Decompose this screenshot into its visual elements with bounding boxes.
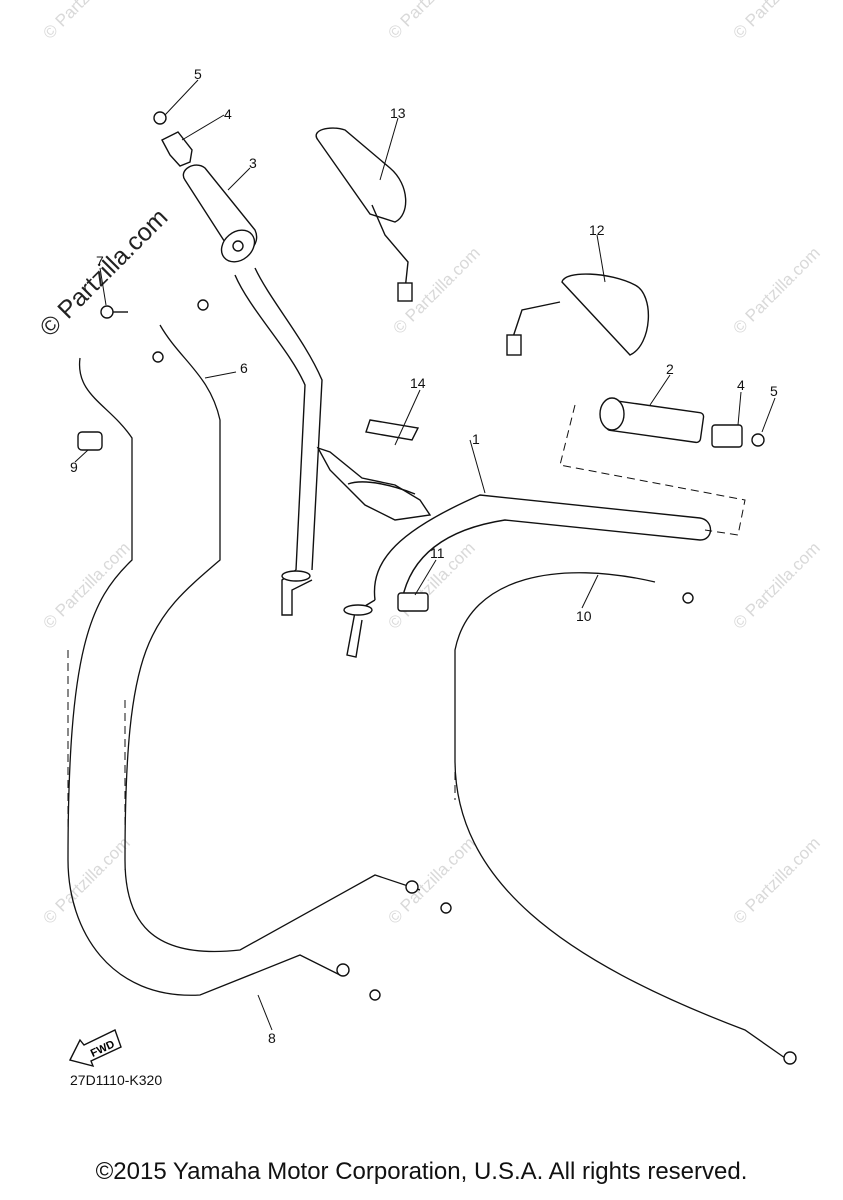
callout-label: 4 <box>737 377 745 393</box>
callout-label: 2 <box>666 361 674 377</box>
throttle-cable-part-8[interactable] <box>67 351 381 1001</box>
watermark: © Partzilla.com <box>384 833 478 927</box>
callout-label: 7 <box>96 253 104 269</box>
fwd-arrow-icon: FWD <box>68 1029 122 1068</box>
watermark-layer: © Partzilla.com © Partzilla.com © Partzi… <box>34 0 823 928</box>
throttle-cable-part-6[interactable] <box>124 299 452 953</box>
callout-label: 14 <box>410 375 426 391</box>
watermark: © Partzilla.com <box>39 833 133 927</box>
handlebar-part-1[interactable] <box>234 267 712 658</box>
callout-label: 1 <box>472 431 480 447</box>
callout-label: 5 <box>770 383 778 399</box>
clutch-cable-part-10[interactable] <box>454 572 797 1065</box>
callout-label: 8 <box>268 1030 276 1046</box>
sticker-part-14[interactable] <box>365 419 420 441</box>
callout-label: 10 <box>576 608 592 624</box>
copyright-notice: ©2015 Yamaha Motor Corporation, U.S.A. A… <box>95 1158 748 1185</box>
watermark-large: © Partzilla.com <box>34 203 173 342</box>
watermark: © Partzilla.com <box>729 0 823 43</box>
clamp-part-11[interactable] <box>397 592 429 612</box>
diagram-code: 27D1110-K320 <box>70 1072 163 1088</box>
screw-part-7[interactable] <box>100 305 128 319</box>
leader-lines <box>74 79 776 1031</box>
callout-label: 13 <box>390 105 406 121</box>
callout-label: 11 <box>430 545 445 561</box>
clamp-part-9[interactable] <box>77 431 103 451</box>
watermark: © Partzilla.com <box>729 243 823 337</box>
mirror-part-13[interactable] <box>315 127 413 302</box>
watermark: © Partzilla.com <box>384 0 478 43</box>
callout-label: 9 <box>70 459 78 475</box>
watermark: © Partzilla.com <box>729 833 823 927</box>
bar-end-weight-part-4-right[interactable] <box>711 424 765 448</box>
callout-label: 12 <box>589 222 605 238</box>
grip-part-3[interactable] <box>182 164 260 268</box>
watermark: © Partzilla.com <box>39 538 133 632</box>
callout-label: 6 <box>240 360 248 376</box>
watermark: © Partzilla.com <box>729 538 823 632</box>
watermark: © Partzilla.com <box>39 0 133 43</box>
callout-label: 3 <box>249 155 257 171</box>
callout-label: 5 <box>194 66 202 82</box>
bar-end-weight-part-4[interactable] <box>153 111 193 167</box>
callout-labels: 1 2 3 4 4 5 5 6 7 8 9 10 11 12 13 14 <box>70 66 778 1046</box>
mirror-part-12[interactable] <box>506 273 649 356</box>
grip-part-2[interactable] <box>559 397 746 536</box>
callout-label: 4 <box>224 106 232 122</box>
